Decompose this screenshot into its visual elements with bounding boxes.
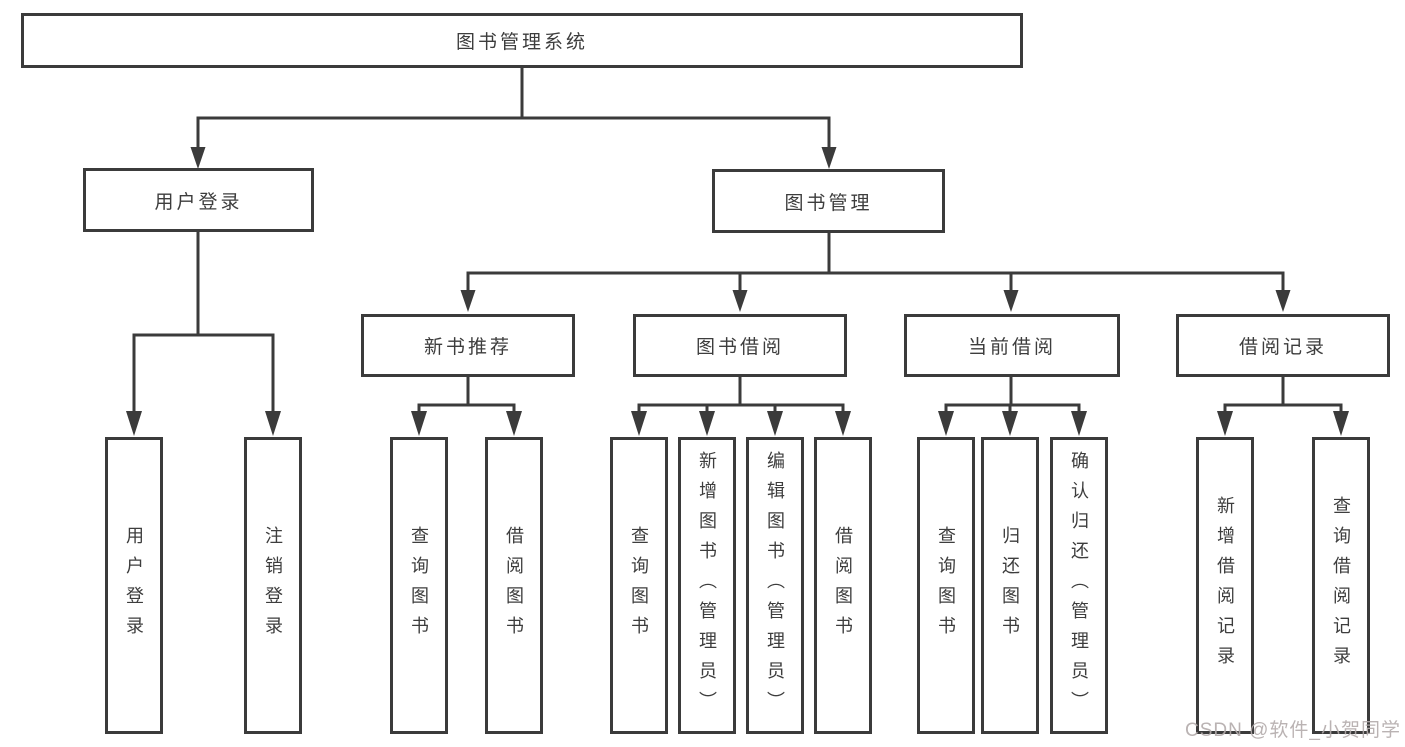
leaf-label: 新增借阅记录 [1215,495,1235,676]
leaf-confirm-return-admin: 确认归还（管理员） [1050,437,1108,734]
node-book-borrowing: 图书借阅 [633,314,847,377]
leaf-add-book-admin: 新增图书（管理员） [678,437,736,734]
leaf-label: 借阅图书 [504,525,524,646]
leaf-label: 注销登录 [263,525,283,646]
leaf-label: 归还图书 [1000,525,1020,646]
leaf-add-borrow-record: 新增借阅记录 [1196,437,1254,734]
node-user-login: 用户登录 [83,168,314,232]
leaf-query-borrow-record: 查询借阅记录 [1312,437,1370,734]
leaf-logout: 注销登录 [244,437,302,734]
leaf-query-books-recommend: 查询图书 [390,437,448,734]
leaf-label: 查询借阅记录 [1331,495,1351,676]
leaf-label: 查询图书 [629,525,649,646]
leaf-label: 新增图书（管理员） [697,450,717,721]
leaf-label: 确认归还（管理员） [1069,450,1089,721]
node-new-book-recommend: 新书推荐 [361,314,575,377]
leaf-query-books-borrowing: 查询图书 [610,437,668,734]
node-library-system: 图书管理系统 [21,13,1023,68]
leaf-label: 用户登录 [124,525,144,646]
leaf-label: 查询图书 [409,525,429,646]
node-book-management: 图书管理 [712,169,945,233]
leaf-query-books-current: 查询图书 [917,437,975,734]
leaf-return-book: 归还图书 [981,437,1039,734]
leaf-label: 借阅图书 [833,525,853,646]
node-borrowing-records: 借阅记录 [1176,314,1390,377]
leaf-edit-book-admin: 编辑图书（管理员） [746,437,804,734]
leaf-label: 编辑图书（管理员） [765,450,785,721]
leaf-borrow-books-recommend: 借阅图书 [485,437,543,734]
leaf-user-login: 用户登录 [105,437,163,734]
node-current-borrowing: 当前借阅 [904,314,1120,377]
watermark: CSDN @软件_小贺同学 [1185,720,1401,741]
leaf-label: 查询图书 [936,525,956,646]
leaf-borrow-books: 借阅图书 [814,437,872,734]
